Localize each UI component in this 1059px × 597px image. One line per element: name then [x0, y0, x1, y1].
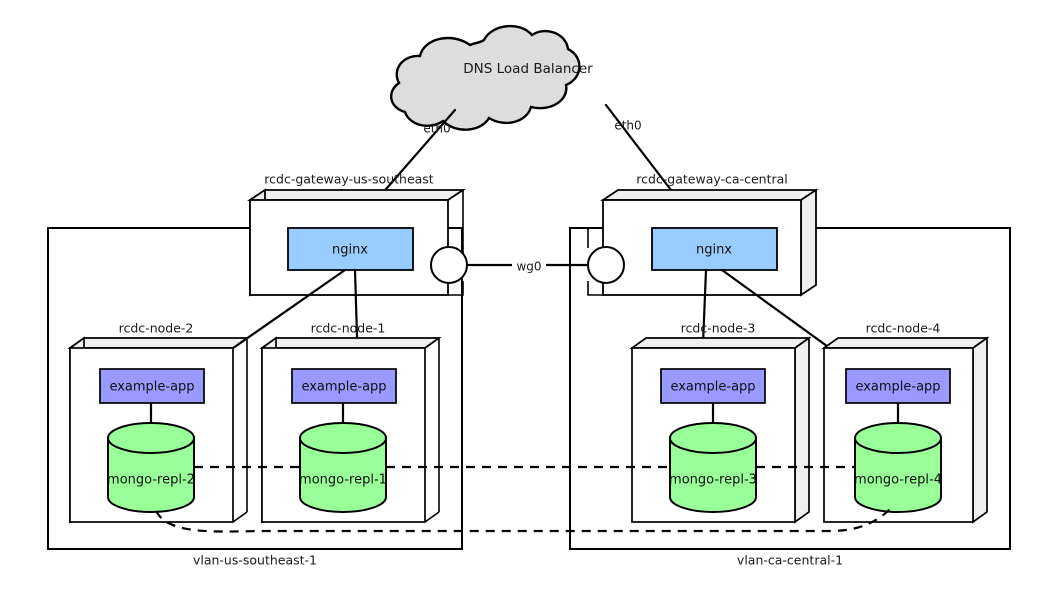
app-example-app-node3[interactable]: example-app [660, 368, 766, 404]
node4-db-body [854, 437, 942, 513]
wg0-label-backdrop [512, 257, 546, 274]
node1-db-label: mongo-repl-1 [299, 473, 387, 488]
db-mongo-repl-2[interactable]: mongo-repl-2 [107, 422, 195, 513]
eth0-left-label: eth0 [423, 122, 450, 136]
wg0-left-connector-bottom [448, 281, 464, 296]
wg0-right-connector-top [587, 227, 603, 248]
gateway-left-top-face [247, 189, 466, 201]
node-rcdc-node-2[interactable]: rcdc-node-2 example-app mongo-repl-2 [67, 321, 250, 524]
node3-top-face [629, 337, 812, 349]
wg0-right-circle [587, 246, 625, 284]
nginx-left-rect [287, 227, 414, 271]
db-mongo-repl-3[interactable]: mongo-repl-3 [669, 422, 757, 513]
dns-load-balancer-cloud[interactable]: DNS Load Balancer [390, 24, 593, 131]
repl-curve-node2-node4 [155, 505, 894, 533]
app-example-app-node1[interactable]: example-app [291, 368, 397, 404]
nginx-service-left[interactable]: nginx [287, 227, 414, 271]
node4-app-rect [845, 368, 951, 404]
node3-side-face [794, 336, 810, 524]
wg0-label: wg0 [516, 260, 541, 274]
nginx-right-rect [651, 227, 778, 271]
node2-label: rcdc-node-2 [119, 321, 194, 336]
node4-label: rcdc-node-4 [866, 321, 941, 336]
node2-db-body [107, 437, 195, 513]
node4-db-label: mongo-repl-4 [854, 473, 942, 488]
gateway-ca-central[interactable]: rcdc-gateway-ca-central nginx [587, 172, 819, 297]
wg0-right-connector-bottom [587, 281, 603, 296]
node1-db-body [299, 437, 387, 513]
wg0-tunnel-link[interactable]: wg0 [465, 257, 590, 274]
gateway-us-southeast-label: rcdc-gateway-us-southeast [264, 172, 434, 187]
node3-app-rect [660, 368, 766, 404]
node4-side-face [972, 336, 988, 524]
node3-db-top [669, 422, 757, 454]
cloud-label: DNS Load Balancer [463, 61, 593, 77]
node-rcdc-node-4[interactable]: rcdc-node-4 example-app mongo-repl-4 [821, 321, 990, 524]
node2-top-face [67, 337, 250, 349]
node4-db-top [854, 422, 942, 454]
node2-depth-edge-bottom [232, 511, 248, 523]
db-mongo-repl-1[interactable]: mongo-repl-1 [299, 422, 387, 513]
db-mongo-repl-4[interactable]: mongo-repl-4 [854, 422, 942, 513]
node2-depth-edge-top [232, 337, 248, 349]
node2-app-rect [99, 368, 205, 404]
node3-db-label: mongo-repl-3 [669, 473, 757, 488]
gateway-right-top-face [600, 189, 819, 201]
node1-label: rcdc-node-1 [311, 321, 386, 336]
nginx-right-label: nginx [696, 243, 732, 258]
gateway-left-depth-edge [447, 189, 464, 201]
app-example-app-node4[interactable]: example-app [845, 368, 951, 404]
eth0-right-label: eth0 [614, 119, 641, 133]
node4-app-label: example-app [855, 380, 940, 395]
gateway-ca-central-label: rcdc-gateway-ca-central [636, 172, 788, 187]
nginx-service-right[interactable]: nginx [651, 227, 778, 271]
nginx-left-label: nginx [332, 243, 368, 258]
node1-depth-edge-top [424, 337, 440, 349]
vlan-us-southeast-label: vlan-us-southeast-1 [193, 553, 317, 568]
node3-db-body [669, 437, 757, 513]
node1-db-top [299, 422, 387, 454]
node1-depth-edge-bottom [424, 511, 440, 523]
gateway-us-southeast[interactable]: rcdc-gateway-us-southeast nginx [247, 172, 468, 297]
node2-db-label: mongo-repl-2 [107, 473, 195, 488]
node3-label: rcdc-node-3 [681, 321, 756, 336]
node4-top-face [821, 337, 990, 349]
gateway-right-side-face [800, 188, 817, 297]
node2-db-top [107, 422, 195, 454]
cloud-shape [390, 24, 581, 131]
node2-app-label: example-app [109, 380, 194, 395]
node3-app-label: example-app [670, 380, 755, 395]
wg0-left-circle [430, 246, 468, 284]
mongo-replication-links [155, 465, 894, 533]
vlan-ca-central-label: vlan-ca-central-1 [737, 553, 843, 568]
node1-top-face [259, 337, 442, 349]
node-rcdc-node-1[interactable]: rcdc-node-1 example-app mongo-repl-1 [259, 321, 442, 524]
node1-app-rect [291, 368, 397, 404]
app-example-app-node2[interactable]: example-app [99, 368, 205, 404]
node1-app-label: example-app [301, 380, 386, 395]
node-rcdc-node-3[interactable]: rcdc-node-3 example-app mongo-repl-3 [629, 321, 812, 524]
